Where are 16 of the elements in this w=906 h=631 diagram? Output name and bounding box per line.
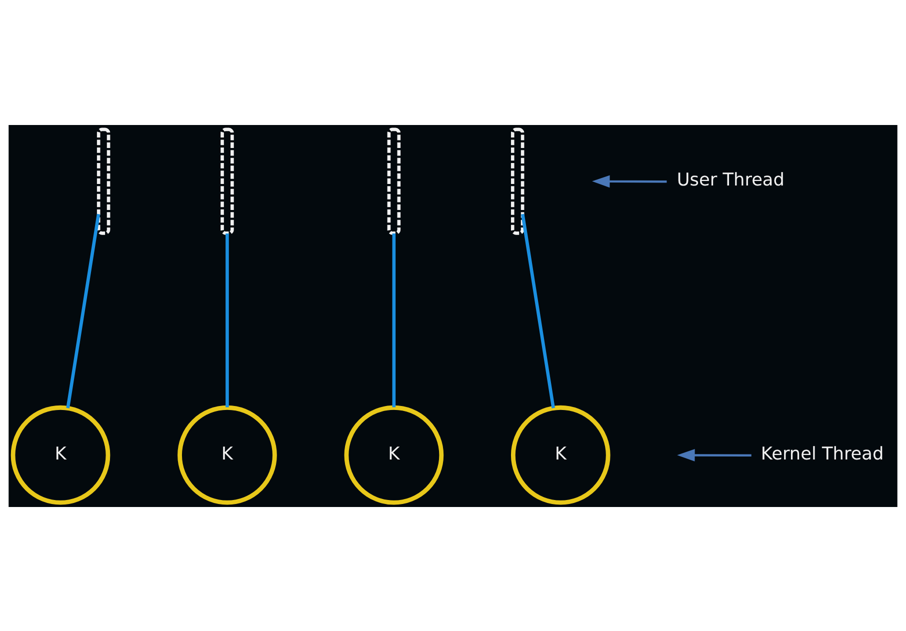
node-squiggle — [510, 127, 524, 234]
node-squiggle — [220, 127, 234, 234]
arrow — [592, 174, 667, 188]
node-circle: K — [510, 404, 610, 504]
node-text: Kernel Thread — [760, 444, 884, 464]
connector — [226, 233, 229, 407]
connector — [392, 233, 396, 407]
node-text: User Thread — [676, 170, 784, 190]
node-squiggle — [96, 127, 110, 234]
node-circle: K — [344, 404, 444, 504]
node-circle: K — [178, 404, 277, 504]
node-circle: K — [10, 404, 110, 504]
connector — [520, 213, 555, 408]
connector — [66, 213, 100, 408]
node-squiggle — [387, 127, 401, 234]
arrow — [677, 448, 752, 461]
